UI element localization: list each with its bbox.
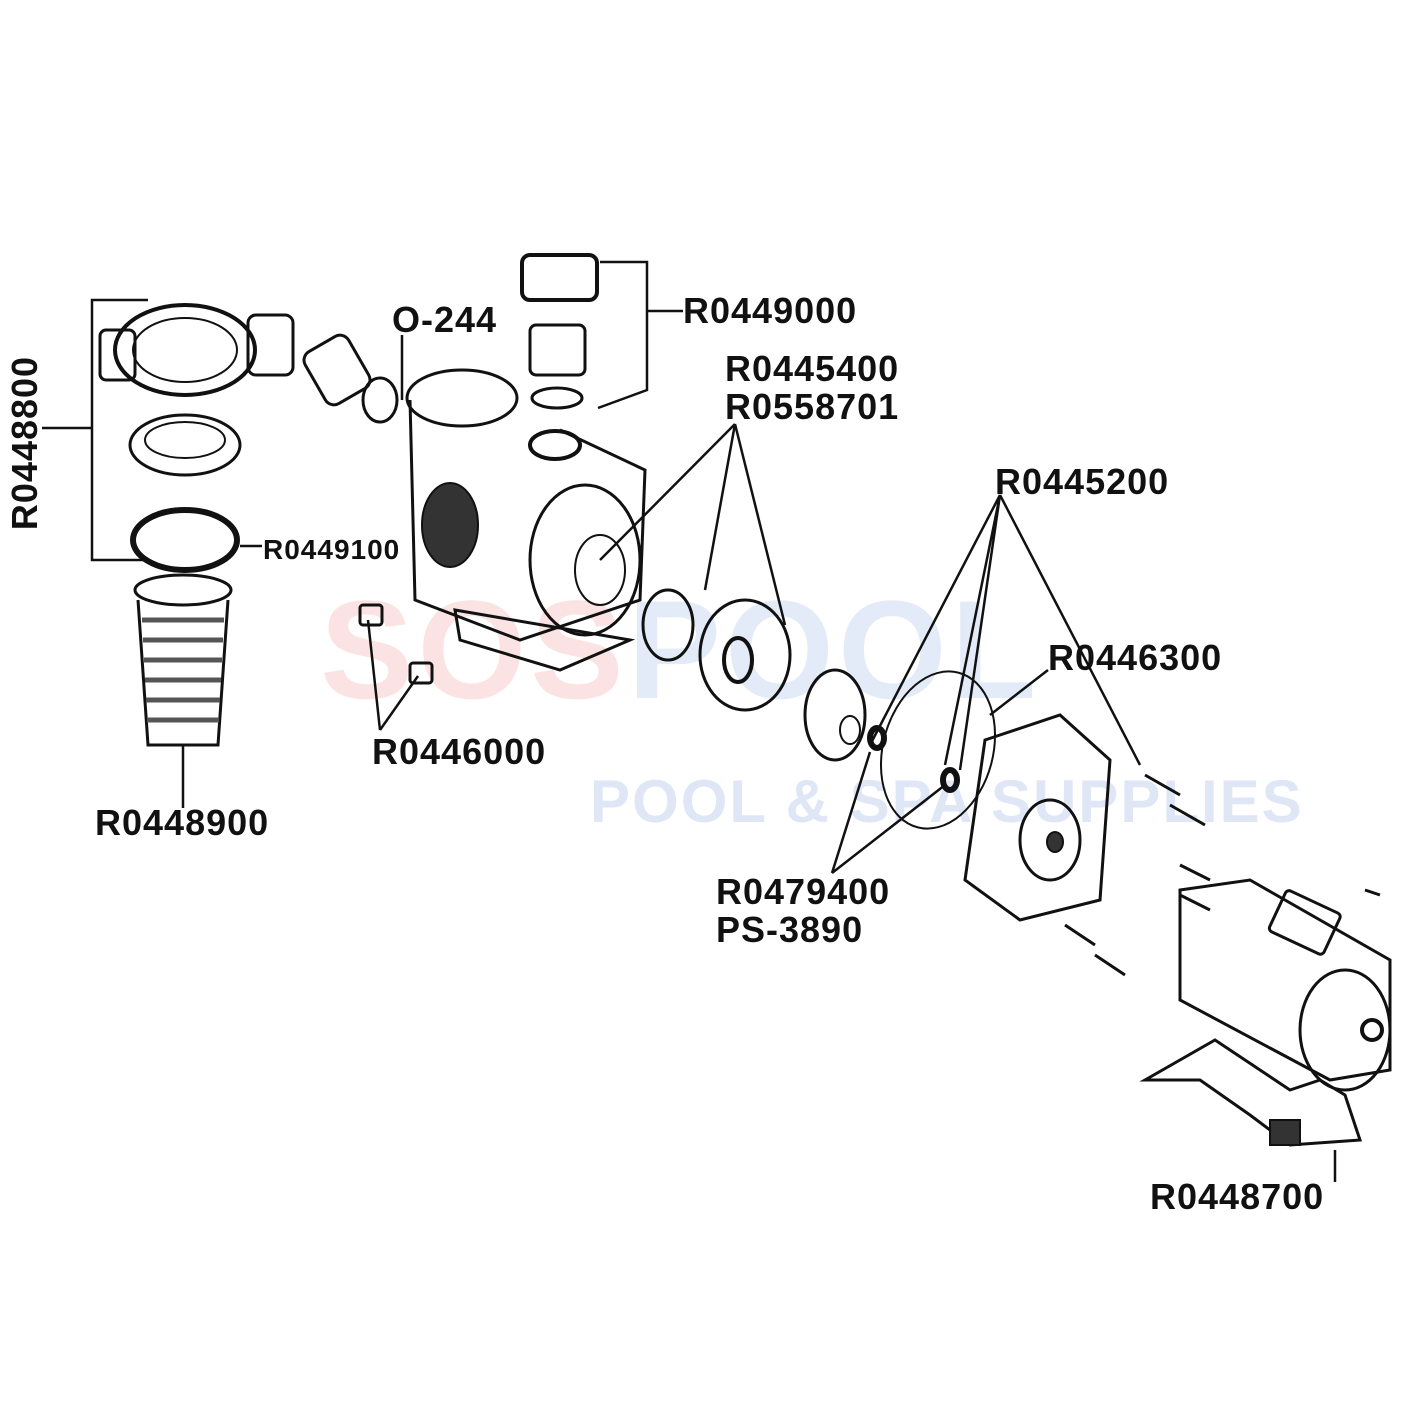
outlet-union-kit bbox=[520, 253, 599, 410]
strainer-basket bbox=[133, 573, 233, 747]
label-diffuser-a: R0445400 bbox=[725, 348, 900, 389]
seal-seat bbox=[940, 767, 960, 793]
label-basket: R0448900 bbox=[95, 802, 270, 843]
pump-lid bbox=[128, 413, 242, 477]
label-diffuser-b: R0558701 bbox=[725, 386, 900, 427]
label-shaft-seal-a: R0479400 bbox=[716, 871, 891, 912]
leader-lines bbox=[42, 260, 1337, 1182]
lid-oring bbox=[130, 507, 240, 573]
label-shaft-seal-b: PS-3890 bbox=[716, 909, 864, 950]
pump-housing bbox=[405, 368, 647, 672]
bolts bbox=[1064, 773, 1381, 977]
label-seal-plate-gasket: R0446300 bbox=[1048, 637, 1223, 678]
label-drain-plugs: R0446000 bbox=[372, 731, 547, 772]
diffuser bbox=[641, 588, 792, 712]
motor bbox=[1178, 878, 1392, 1092]
drain-plugs bbox=[358, 603, 434, 685]
label-motor-base: R0448700 bbox=[1150, 1176, 1325, 1217]
seal-plate bbox=[963, 713, 1112, 922]
label-lid-assembly: R0448800 bbox=[4, 355, 45, 531]
inlet-union bbox=[302, 333, 399, 424]
label-lid-oring: R0449100 bbox=[263, 534, 401, 565]
label-union-kit: R0449000 bbox=[683, 290, 858, 331]
seal-plate-gasket bbox=[879, 670, 997, 830]
motor-base bbox=[1139, 1038, 1363, 1147]
label-seal-plate-hardware: R0445200 bbox=[995, 461, 1170, 502]
label-union-oring: O-244 bbox=[392, 299, 498, 340]
pump-lid-ring bbox=[98, 303, 295, 397]
impeller bbox=[803, 668, 867, 762]
